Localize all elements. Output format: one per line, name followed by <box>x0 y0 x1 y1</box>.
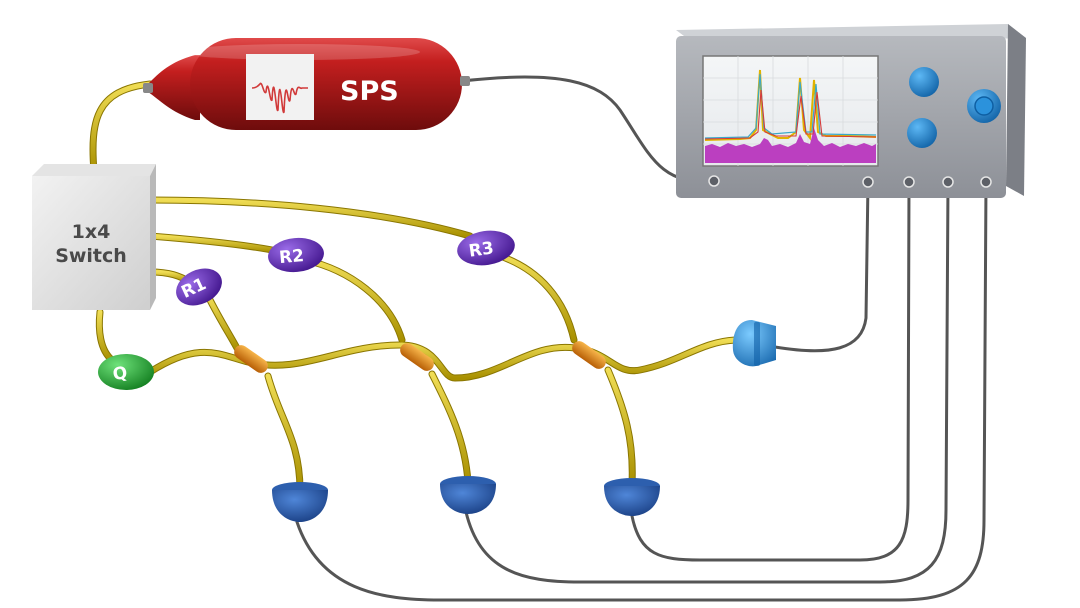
node-r2-label: R2 <box>278 246 305 268</box>
node-r3-label: R3 <box>468 238 495 261</box>
node-q-label: Q <box>111 363 129 385</box>
fiber-switch-to-r2 <box>147 233 285 255</box>
node-r2: R2 <box>268 237 324 273</box>
fiber-switch-to-sps <box>90 81 153 175</box>
coupler-icon-1 <box>234 345 268 373</box>
knob-bottom[interactable] <box>907 118 937 148</box>
cable-sps-to-analyzer <box>460 75 716 184</box>
fiber-r1-to-coupler1 <box>205 293 241 353</box>
cable-detector-3 <box>630 180 911 562</box>
cable-detector-2 <box>464 180 950 584</box>
detector-2 <box>440 476 496 514</box>
port-1 <box>862 176 874 188</box>
fiber-r2-to-coupler2 <box>302 257 405 343</box>
fiber-switch-to-q <box>96 309 115 363</box>
fiber-coupler2-to-detector2 <box>429 371 471 485</box>
coupler-icon-2 <box>400 343 434 371</box>
cable-output-detector <box>773 180 870 353</box>
trace-red <box>704 89 877 140</box>
output-detector <box>732 320 776 367</box>
sps-label: SPS <box>340 76 399 107</box>
measurement-instrument <box>676 24 1026 198</box>
detector-icon-2 <box>440 484 496 514</box>
couplers <box>234 341 606 373</box>
switch-label-line1: 1x4 <box>72 221 111 243</box>
port-2 <box>903 176 915 188</box>
node-r3: R3 <box>457 230 515 266</box>
trace-magenta <box>705 128 876 163</box>
fiber-coupler3-to-detector3 <box>605 367 635 487</box>
coupler-icon-3 <box>572 341 606 369</box>
cable-detector-1 <box>295 180 988 602</box>
node-r1: R1 <box>176 268 222 306</box>
switch-1x4: 1x4 Switch <box>32 164 156 310</box>
detector-3 <box>604 478 660 516</box>
port-sps <box>708 175 720 187</box>
instrument-cables <box>295 75 988 602</box>
detector-icon-1 <box>272 490 328 522</box>
knob-top[interactable] <box>909 67 939 97</box>
port-3 <box>942 176 954 188</box>
detector-icon-3 <box>604 486 660 516</box>
switch-label-line2: Switch <box>55 245 127 267</box>
fiber-switch-to-r3 <box>147 197 473 239</box>
node-q: Q <box>98 354 154 390</box>
fiber-r3-to-coupler3 <box>497 253 577 343</box>
port-4 <box>980 176 992 188</box>
sps-source: SPS <box>143 38 470 130</box>
fiber-coupler1-to-detector1 <box>265 373 303 493</box>
instrument-ports <box>708 175 992 188</box>
detector-1 <box>272 482 328 522</box>
